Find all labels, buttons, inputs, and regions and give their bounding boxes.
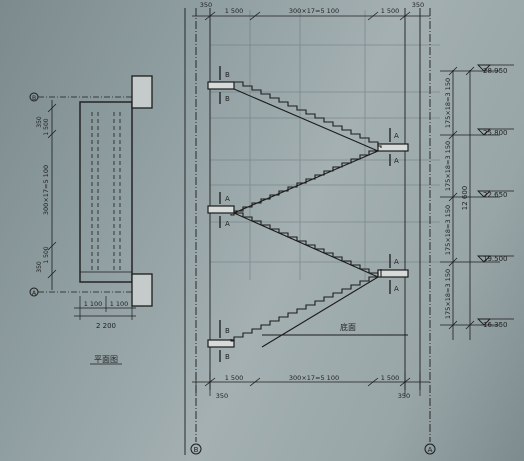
section-axis-a-marker (424, 443, 436, 455)
plan-dim-1100-right: 1 100 (110, 300, 129, 308)
landing-right-1 (377, 143, 409, 152)
cut-left-label-2: A (225, 195, 230, 203)
elevation-0: 28.950 (483, 67, 508, 75)
section-axis-a-label: A (428, 446, 433, 454)
plan-dim-run: 300×17=5 100 (42, 165, 50, 215)
cut-left-label-5: B (225, 353, 230, 361)
cut-right-label-1: A (394, 157, 399, 165)
section-axis-b-marker (190, 443, 202, 455)
plan-axis-a-label: A (32, 290, 37, 297)
landing-right-2 (377, 269, 409, 278)
section-bottom-dim-1: 300×17=5 100 (289, 374, 339, 382)
landing-left-3 (207, 339, 235, 348)
elevation-3: 19.500 (483, 255, 508, 263)
stair-flights (230, 81, 382, 348)
flight-dim-1: 175×18=3 150 (444, 141, 452, 191)
section-top-dim-4: 350 (412, 1, 424, 9)
section-top-dim-2: 300×17=5 100 (289, 7, 339, 15)
cut-right-label-2: A (394, 258, 399, 266)
flight-dim-2: 175×18=3 150 (444, 205, 452, 255)
section-bottom-350-left: 350 (216, 392, 228, 400)
total-height-dim: 12 600 (461, 186, 469, 211)
cut-right-label-3: A (394, 285, 399, 293)
cut-left-label-0: B (225, 71, 230, 79)
cut-marks-left: B B A A B B (219, 66, 230, 362)
landing-left-1 (207, 81, 235, 90)
plan-title: 平面图 (94, 355, 118, 364)
background-table-lines (210, 10, 440, 280)
elevation-markers: 28.950 25.800 22.650 19.500 16.350 (476, 64, 514, 329)
section-view: 350 1 500 300×17=5 100 1 500 350 (184, 1, 514, 455)
cut-right-label-0: A (394, 132, 399, 140)
plan-dim-2200: 2 200 (96, 322, 116, 330)
plan-axis-b-label: B (32, 95, 36, 102)
flight-dim-3: 175×18=3 150 (444, 269, 452, 319)
section-top-dim-3: 1 500 (381, 7, 400, 15)
plan-dim-350-bottom: 350 (36, 261, 43, 273)
plan-dim-350-top: 350 (36, 116, 43, 128)
elevation-2: 22.650 (483, 191, 508, 199)
flight-dim-0: 175×18=3 150 (444, 78, 452, 128)
section-top-dim-1: 1 500 (225, 7, 244, 15)
plan-stair-outline (79, 101, 133, 283)
plan-view: B A 350 1 500 300×17=5 100 1 500 350 1 1… (29, 75, 153, 365)
plan-wall-top (131, 75, 153, 109)
elevation-4: 16.350 (483, 321, 508, 329)
plan-wall-bottom (131, 273, 153, 307)
cut-left-label-4: B (225, 327, 230, 335)
section-axis-b-label: B (194, 446, 199, 454)
ground-label: 底面 (340, 322, 356, 332)
section-top-dim-0: 350 (200, 1, 212, 9)
section-bottom-350-right: 350 (398, 392, 410, 400)
cut-left-label-1: B (225, 95, 230, 103)
plan-dim-1100-left: 1 100 (84, 300, 103, 308)
section-bottom-dim-2: 1 500 (381, 374, 400, 382)
cut-left-label-3: A (225, 220, 230, 228)
landing-left-2 (207, 205, 235, 214)
elevation-1: 25.800 (483, 129, 508, 137)
section-bottom-dim-0: 1 500 (225, 374, 244, 382)
plan-dim-1500-bottom: 1 500 (43, 246, 50, 263)
plan-dim-1500-top: 1 500 (43, 118, 50, 135)
cut-marks-right: A A A A (389, 128, 399, 294)
